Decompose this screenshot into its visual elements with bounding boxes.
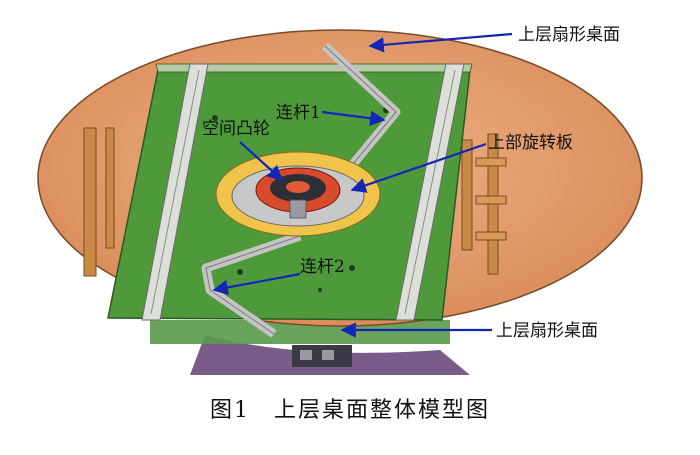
label-rotate-plate: 上部旋转板 (488, 133, 573, 153)
arrow-link-2 (212, 272, 301, 296)
spatial-cam (215, 151, 381, 237)
label-link-2: 连杆2 (300, 257, 345, 277)
label-cam: 空间凸轮 (202, 119, 270, 139)
plate-top-edge (155, 63, 473, 73)
arrow-top-desk (368, 32, 513, 53)
label-bottom-desk: 上层扇形桌面 (496, 321, 598, 341)
left-support (83, 127, 115, 277)
label-link-1: 连杆1 (276, 103, 321, 123)
arrow-rotate-plate (350, 142, 487, 193)
label-top-desk: 上层扇形桌面 (518, 25, 620, 45)
arrow-cam (239, 141, 284, 182)
arrow-link-1 (321, 110, 386, 126)
figure-caption: 图1 上层桌面整体模型图 (210, 398, 490, 423)
base-stand (150, 320, 470, 375)
annotation-arrows (212, 32, 513, 338)
right-support (461, 133, 507, 275)
